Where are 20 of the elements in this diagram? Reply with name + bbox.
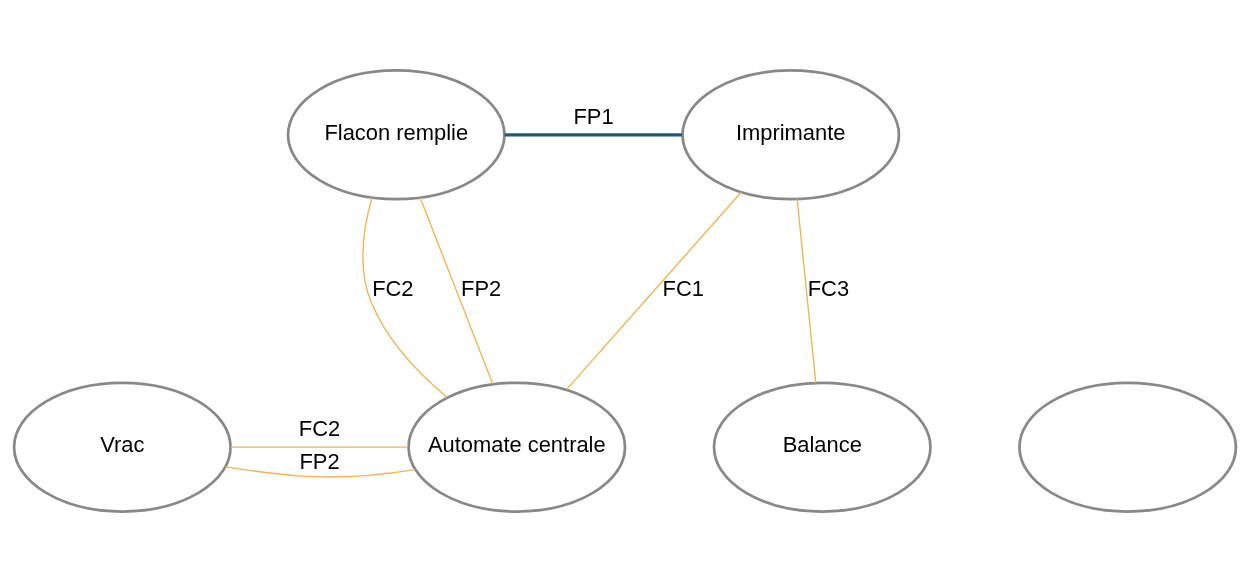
connector — [419, 197, 494, 385]
node-ellipse: Balance — [712, 381, 932, 513]
connector — [565, 191, 742, 391]
node-ellipse: Automate centrale — [407, 381, 627, 513]
connector — [362, 197, 448, 399]
edge-label: FP1 — [573, 103, 614, 129]
edge-label: FC2 — [298, 415, 341, 441]
node-circle — [1018, 381, 1238, 513]
edge-label: FC3 — [807, 276, 850, 302]
edge-label: FC2 — [372, 276, 414, 302]
edge-label: FP2 — [299, 448, 340, 474]
connector — [229, 446, 409, 448]
edge-label: FC1 — [662, 276, 704, 302]
node-ellipse: Vrac — [12, 381, 232, 513]
connector — [504, 133, 682, 137]
edge-label: FP2 — [461, 276, 502, 302]
connector — [225, 466, 416, 478]
node-ellipse: Imprimante — [681, 69, 901, 201]
connector — [796, 198, 817, 384]
node-ellipse: Flacon remplie — [286, 69, 506, 201]
